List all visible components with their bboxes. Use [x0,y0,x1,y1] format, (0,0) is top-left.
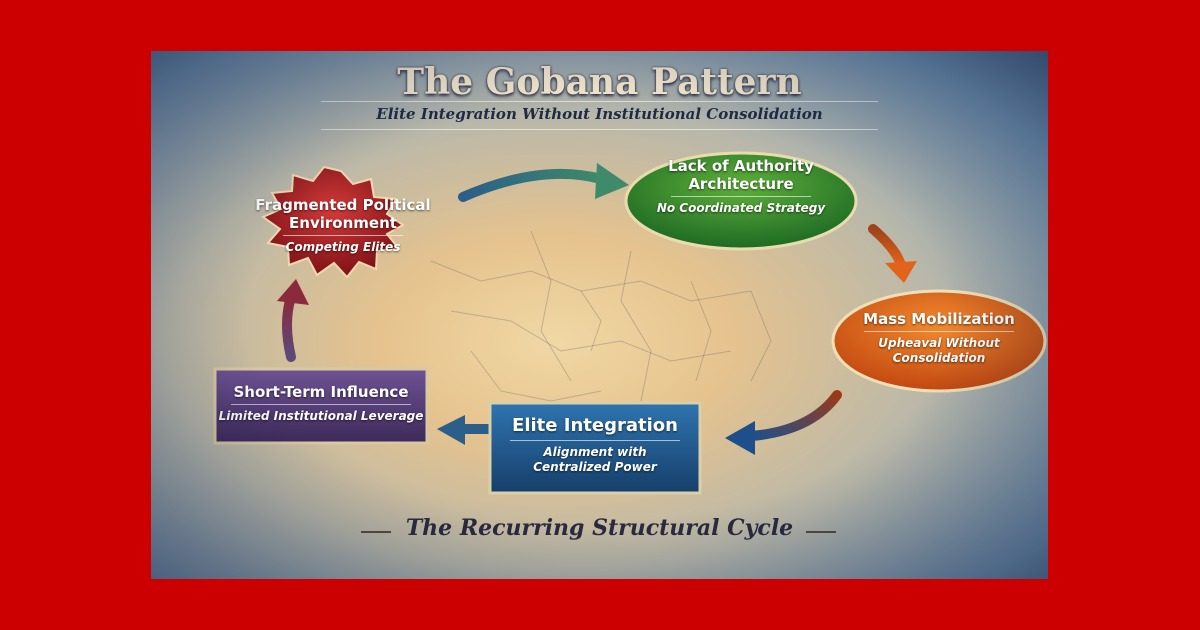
diagram-footer: The Recurring Structural Cycle [405,515,794,541]
subtitle-rule-bottom [321,129,878,130]
influence-divider [231,404,411,405]
diagram-panel: The Gobana Pattern Elite Integration Wit… [151,51,1048,579]
mobilization-node: Mass Mobilization Upheaval Without Conso… [851,310,1027,366]
integration-detail: Alignment with Centralized Power [533,445,657,474]
footer-dash-right [806,531,836,533]
mobilization-divider [864,331,1014,332]
diagram-subtitle: Elite Integration Without Institutional … [376,105,823,123]
fragmented-divider [283,235,403,236]
diagram-graphics [213,151,1047,495]
authority-node: Lack of Authority Architecture No Coordi… [651,157,831,216]
fragmented-heading: Fragmented Political Environment [255,196,431,232]
mobilization-heading: Mass Mobilization [863,310,1015,328]
authority-heading: Lack of Authority Architecture [668,157,814,193]
influence-node-shape [213,367,429,445]
integration-heading: Elite Integration [512,415,678,436]
mobilization-node-shape [831,289,1047,393]
map-texture [430,230,772,402]
influence-node: Short-Term Influence Limited Institution… [217,383,425,424]
authority-detail: No Coordinated Strategy [656,201,826,215]
fragmented-detail: Competing Elites [285,240,401,254]
mobilization-detail: Upheaval Without Consolidation [878,336,1000,365]
integration-node: Elite Integration Alignment with Central… [493,415,697,475]
integration-node-shape [488,401,702,495]
diagram-title: The Gobana Pattern [397,61,802,103]
authority-divider [671,196,811,197]
footer-dash-left [361,531,391,533]
subtitle-rule-top [321,101,878,102]
fragmented-node-shape [260,165,405,279]
cycle-arrows [277,163,917,455]
integration-divider [510,440,680,441]
influence-detail: Limited Institutional Leverage [218,409,424,423]
authority-node-shape [624,151,858,251]
influence-heading: Short-Term Influence [233,383,409,401]
fragmented-node: Fragmented Political Environment Competi… [243,196,443,255]
